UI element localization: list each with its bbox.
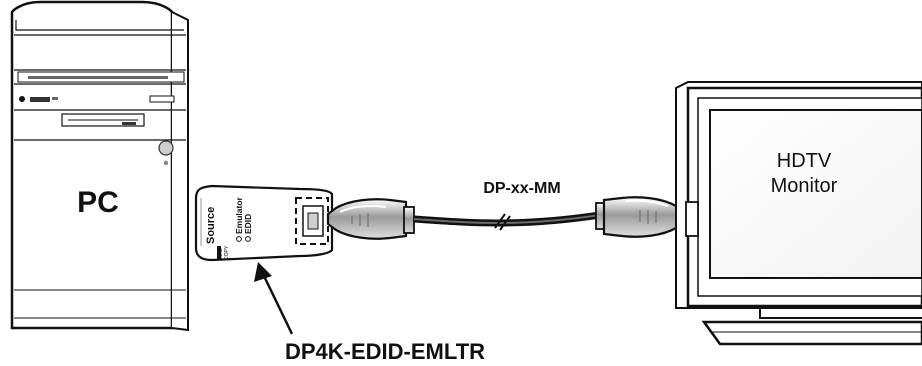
eject-button	[149, 95, 175, 103]
cable-label: DP-xx-MM	[483, 180, 560, 197]
hdd-led-icon	[163, 160, 169, 166]
mode-label-copy: COPY	[224, 245, 230, 260]
left-dp-connector	[326, 198, 415, 240]
led-label-emulator: Emulator	[234, 196, 244, 234]
pc-tower: PC	[10, 0, 189, 332]
monitor-stand	[701, 320, 922, 346]
source-label: Source	[205, 207, 217, 244]
mode-switch	[217, 246, 221, 260]
right-dp-connector	[595, 196, 688, 238]
led-label-edid: EDID	[243, 214, 253, 234]
monitor-screen	[709, 109, 922, 279]
cable-break-mark	[494, 213, 511, 231]
model-label: DP4K-EDID-EMLTR	[285, 339, 485, 364]
dp-cable: DP-xx-MM	[413, 180, 601, 231]
pointer-arrow	[254, 262, 294, 335]
edid-led-icon	[245, 236, 251, 242]
power-button-icon	[19, 96, 25, 102]
pc-label: PC	[77, 186, 119, 219]
reset-button-icon	[158, 140, 174, 156]
drive-slot	[28, 76, 168, 79]
drive-label-plate	[30, 97, 50, 102]
monitor-dp-input	[685, 201, 699, 237]
emulator-led-icon	[236, 236, 242, 242]
monitor-label-line1: HDTV	[777, 150, 832, 172]
monitor-label-line2: Monitor	[771, 175, 838, 197]
edid-emulator-dongle: Source EDID COPY Emulator EDID	[194, 184, 334, 262]
hdtv-monitor: HDTV Monitor	[675, 81, 922, 346]
